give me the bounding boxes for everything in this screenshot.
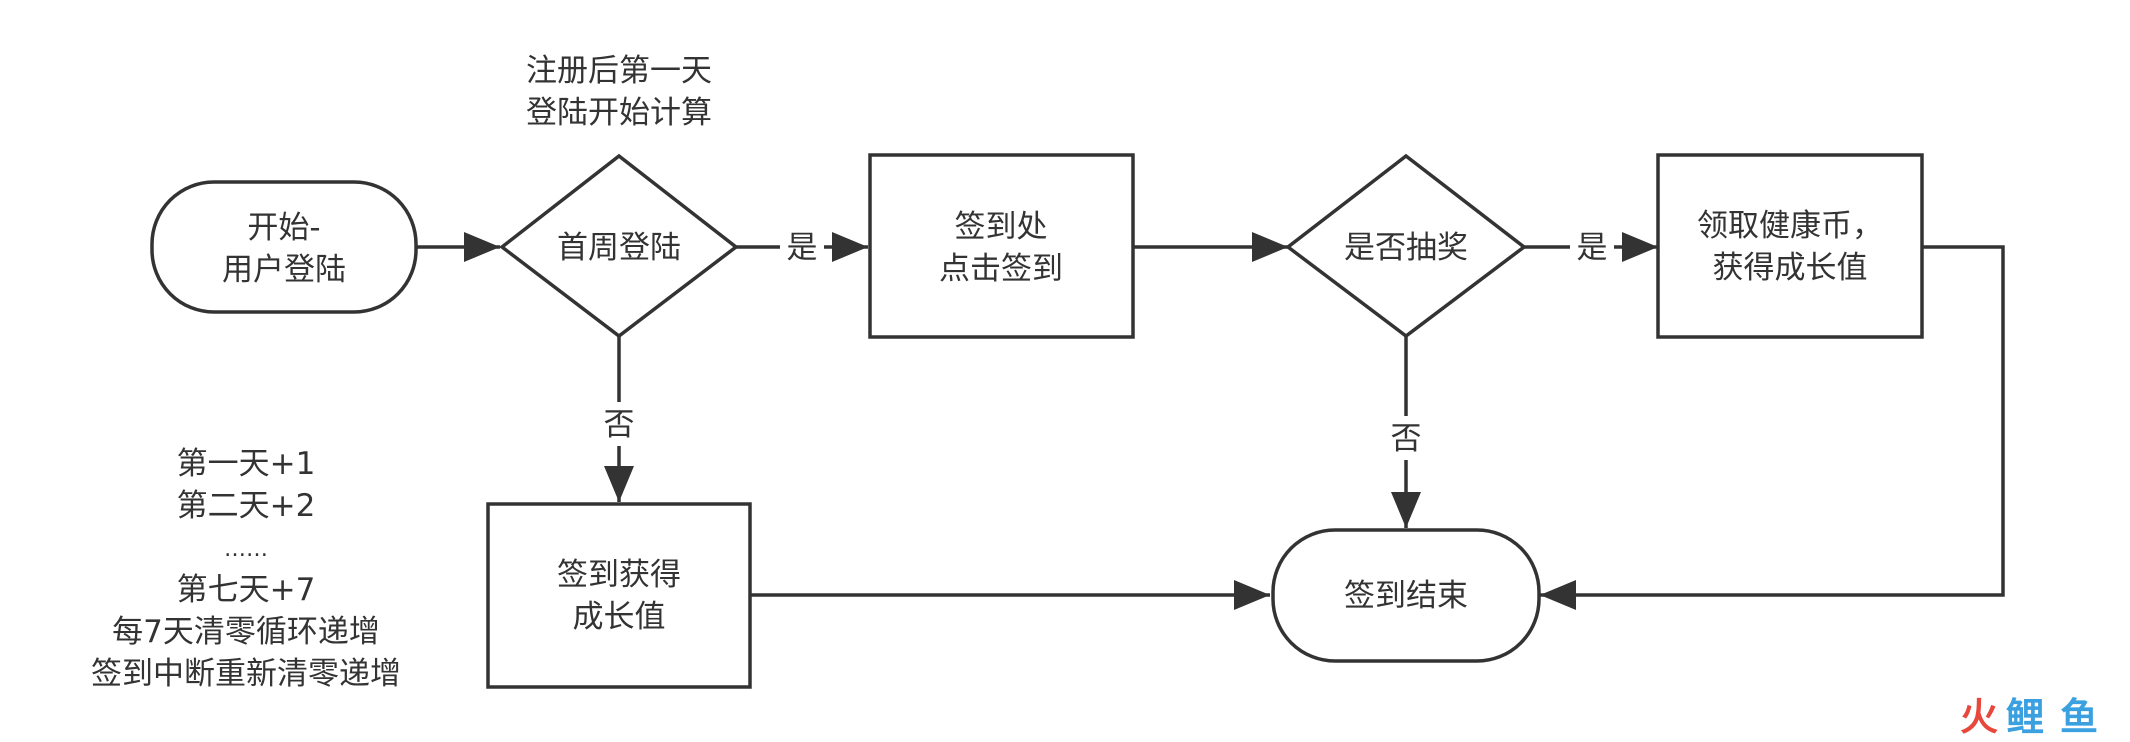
edge-label-yes-1: 是 xyxy=(787,230,818,266)
node-get-growth-line-1: 签到获得 xyxy=(557,557,681,593)
node-sign-in-line-2: 点击签到 xyxy=(939,251,1063,287)
watermark-char-1: 火 xyxy=(1960,695,1998,739)
edge-label-bg xyxy=(780,228,824,268)
edge-label-bg xyxy=(1570,228,1614,268)
node-end xyxy=(1271,528,1541,663)
node-first-week-label: 首周登陆 xyxy=(557,230,681,266)
node-end-label: 签到结束 xyxy=(1344,578,1468,614)
note-rule-line-3: …… xyxy=(224,537,268,562)
node-get-coin-line-2: 获得成长值 xyxy=(1713,250,1868,286)
note-rule-line-4: 第七天+7 xyxy=(177,572,316,608)
node-get-growth-line-2: 成长值 xyxy=(573,599,666,635)
node-lottery-label: 是否抽奖 xyxy=(1344,230,1468,266)
note-rule-line-5: 每7天清零循环递增 xyxy=(112,614,380,650)
edge-label-no-1: 否 xyxy=(604,407,635,443)
note-rule-line-6: 签到中断重新清零递增 xyxy=(91,656,401,692)
edge-label-bg xyxy=(597,402,641,446)
node-start-line-2: 用户登陆 xyxy=(222,252,346,288)
node-sign-in-line-1: 签到处 xyxy=(955,209,1048,245)
node-sign-in-click xyxy=(868,153,1135,339)
node-get-coin-line-1: 领取健康币， xyxy=(1697,208,1883,244)
note-rule-line-1: 第一天+1 xyxy=(177,446,316,482)
node-start xyxy=(150,180,418,314)
watermark-logo: 火 鲤 鱼 xyxy=(1960,695,2098,739)
note-rule-line-2: 第二天+2 xyxy=(177,488,316,524)
edge-label-yes-2: 是 xyxy=(1577,230,1608,266)
node-start-line-1: 开始- xyxy=(247,210,320,246)
node-get-coin xyxy=(1656,153,1924,339)
watermark-char-2: 鲤 xyxy=(2006,695,2044,739)
edge-label-no-2: 否 xyxy=(1391,421,1422,457)
watermark-char-3: 鱼 xyxy=(2060,695,2098,739)
node-first-week-decision xyxy=(499,153,739,339)
node-lottery-decision xyxy=(1285,153,1527,339)
note-top-line-1: 注册后第一天 xyxy=(526,53,712,89)
edge-get-coin-to-end xyxy=(1540,245,2005,610)
note-top-line-2: 登陆开始计算 xyxy=(526,95,712,131)
edge-label-bg xyxy=(1384,416,1428,460)
node-get-growth xyxy=(486,502,752,689)
